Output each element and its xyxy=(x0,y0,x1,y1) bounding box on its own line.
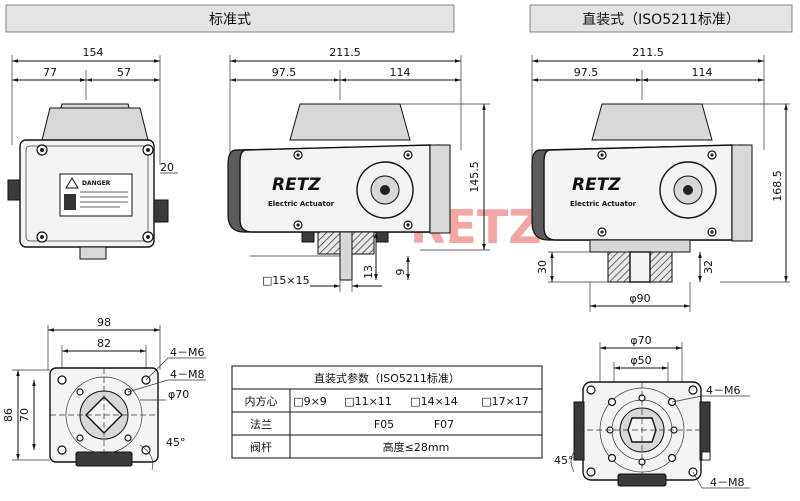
callout-base-m8: 4－M8 xyxy=(170,368,205,381)
dim-front-left: 97.5 xyxy=(272,66,297,79)
direct-view: 211.5 97.5 114 168.5 RETZ Electric Actua… xyxy=(531,46,790,312)
dim-side-total: 154 xyxy=(83,46,104,59)
dim-front-total: 211.5 xyxy=(329,46,361,59)
callout-base-phi: φ70 xyxy=(168,388,189,401)
dim-direct-height: 168.5 xyxy=(771,170,784,202)
dim-front-height: 145.5 xyxy=(468,161,481,193)
table-row1-value: □14×14 xyxy=(410,395,458,408)
table-row1-value: □17×17 xyxy=(481,395,529,408)
callout-base-m6: 4－M6 xyxy=(170,346,205,359)
dim-direct-base-h: 30 xyxy=(536,260,549,274)
dim-base-outer: 98 xyxy=(97,316,111,329)
table-row1-value: □9×9 xyxy=(293,395,327,408)
brand-direct: RETZ xyxy=(572,175,621,195)
dim-direct-flange-h: 32 xyxy=(702,260,715,274)
dim-front-right: 114 xyxy=(390,66,411,79)
brand-front: RETZ xyxy=(272,175,321,195)
callout-base-angle: 45° xyxy=(166,436,186,449)
danger-label: DANGER xyxy=(82,180,111,187)
callout-iso-angle: 45° xyxy=(554,454,574,467)
header-direct: 直装式（ISO5211标准） xyxy=(529,4,793,33)
dim-base-inner: 82 xyxy=(97,337,111,350)
table-row3-label: 阀杆 xyxy=(250,440,272,454)
table-row1-label: 内方心 xyxy=(245,394,278,408)
dim-direct-right: 114 xyxy=(692,66,713,79)
table-title: 直装式参数（ISO5211标准） xyxy=(314,371,460,385)
dim-base-h-inner: 70 xyxy=(18,408,31,422)
dim-front-stem-gap: 13 xyxy=(362,265,375,279)
dim-iso-phi50: φ50 xyxy=(630,354,651,367)
dim-direct-left: 97.5 xyxy=(574,66,599,79)
callout-iso-m6: 4－M6 xyxy=(706,384,741,397)
dim-front-stem-h: 9 xyxy=(394,269,407,276)
dim-side-right: 57 xyxy=(117,66,131,79)
front-view: 211.5 97.5 114 145.5 RETZ Electric Actua… xyxy=(227,46,490,292)
table-row2-value: F05 xyxy=(374,418,394,431)
dim-base-h-outer: 86 xyxy=(2,408,15,422)
dim-direct-total: 211.5 xyxy=(632,46,664,59)
table-row1-value: □11×11 xyxy=(344,395,392,408)
table-row2-value: F07 xyxy=(434,418,454,431)
label-direct: Electric Actuator xyxy=(570,200,637,208)
param-table: 直装式参数（ISO5211标准） 内方心 □9×9 □11×11 □14×14 … xyxy=(231,365,543,459)
dim-direct-diam: φ90 xyxy=(629,292,650,305)
dim-iso-phi70: φ70 xyxy=(630,334,651,347)
table-row3-value: 高度≤28mm xyxy=(383,440,450,454)
label-front: Electric Actuator xyxy=(268,200,335,208)
header-standard-text: 标准式 xyxy=(209,12,251,28)
iso-flange-view: φ70 φ50 4－M6 4－M8 45° xyxy=(554,334,750,489)
dim-side-left: 77 xyxy=(43,66,57,79)
callout-iso-m8: 4－M8 xyxy=(710,476,745,489)
header-standard: 标准式 xyxy=(5,4,455,33)
dim-front-square: □15×15 xyxy=(262,274,310,287)
base-view: 98 82 86 70 4－M6 4－M8 φ70 45° xyxy=(2,316,206,471)
dim-side-offset: 20 xyxy=(160,161,174,174)
header-direct-text: 直装式（ISO5211标准） xyxy=(582,11,740,28)
table-row2-label: 法兰 xyxy=(250,417,272,431)
side-view: 154 77 57 20 DANGER xyxy=(7,46,178,260)
